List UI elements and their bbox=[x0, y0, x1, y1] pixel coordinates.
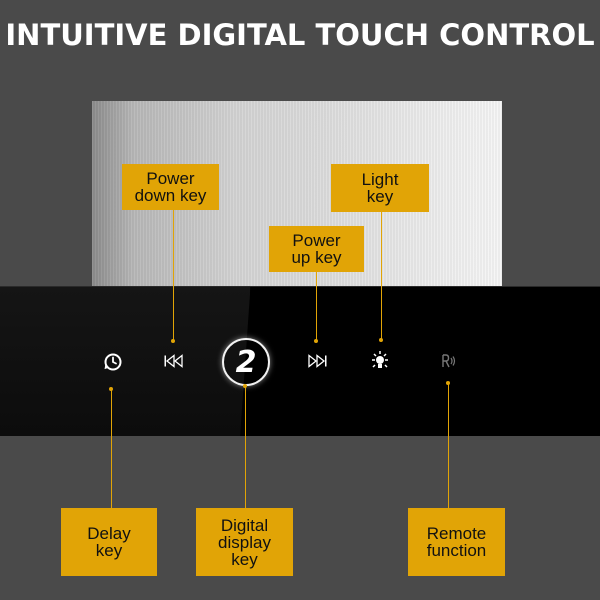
glass-dark-region bbox=[240, 287, 600, 436]
power-up-leader-dot bbox=[314, 339, 318, 343]
delay-label: Delay key bbox=[61, 508, 157, 576]
power-up-label: Power up key bbox=[269, 226, 364, 272]
power-down-leader bbox=[173, 209, 174, 341]
light-label: Light key bbox=[331, 164, 429, 212]
light-key[interactable] bbox=[368, 349, 392, 373]
lightbulb-icon bbox=[372, 351, 388, 368]
digital-display-key[interactable]: 2 bbox=[222, 338, 270, 386]
delay-key[interactable] bbox=[102, 351, 124, 373]
digital-display-label: Digital display key bbox=[196, 508, 293, 576]
power-down-key[interactable] bbox=[163, 353, 185, 369]
remote-leader bbox=[448, 383, 449, 509]
remote-function-key[interactable] bbox=[439, 352, 457, 370]
display-leader-dot bbox=[243, 384, 247, 388]
display-digit: 2 bbox=[235, 344, 257, 380]
page-title: INTUITIVE DIGITAL TOUCH CONTROL bbox=[5, 18, 595, 52]
light-leader-dot bbox=[379, 338, 383, 342]
glass-control-panel bbox=[0, 286, 600, 436]
clock-icon bbox=[104, 353, 122, 371]
steel-hood-panel bbox=[92, 101, 502, 291]
delay-leader bbox=[111, 389, 112, 509]
power-up-leader bbox=[316, 271, 317, 341]
light-leader bbox=[381, 212, 382, 340]
remote-signal-icon bbox=[442, 354, 456, 368]
power-up-key[interactable] bbox=[306, 353, 328, 369]
rewind-icon bbox=[164, 354, 183, 368]
remote-function-label: Remote function bbox=[408, 508, 505, 576]
power-down-label: Power down key bbox=[122, 164, 219, 210]
glass-sheen bbox=[0, 287, 250, 436]
fast-forward-icon bbox=[308, 354, 327, 368]
power-down-leader-dot bbox=[171, 339, 175, 343]
remote-leader-dot bbox=[446, 381, 450, 385]
display-leader bbox=[245, 386, 246, 510]
delay-leader-dot bbox=[109, 387, 113, 391]
